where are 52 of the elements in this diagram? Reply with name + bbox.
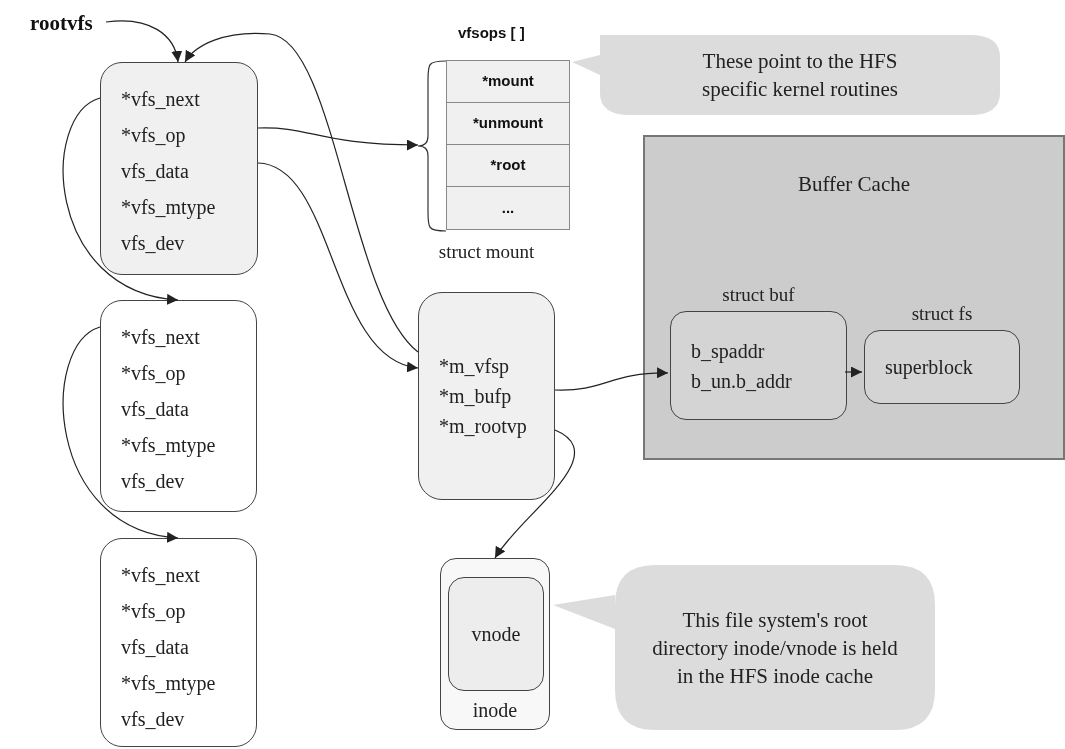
arrow bbox=[844, 366, 863, 378]
field-name: vfs_data bbox=[121, 397, 190, 422]
field-name: *vfs_next bbox=[121, 325, 201, 350]
inode-box bbox=[440, 558, 550, 730]
field-name: *vfs_mtype bbox=[121, 195, 217, 221]
cache-panel bbox=[643, 135, 1065, 460]
panel-title: Buffer Cache bbox=[796, 171, 912, 198]
table-entry: ... bbox=[500, 197, 516, 218]
arrow bbox=[62, 97, 179, 304]
field-name: *m_bufp bbox=[439, 384, 513, 410]
field-name: vfs_data bbox=[121, 635, 190, 660]
field-name: vfs_data bbox=[121, 159, 190, 184]
arrow bbox=[184, 32, 419, 353]
table-entry: *root bbox=[447, 145, 569, 187]
field-name: b_spaddr bbox=[691, 338, 766, 365]
vnode-box bbox=[448, 577, 544, 691]
field-name: *vfs_op bbox=[121, 599, 187, 625]
field-name: b_un.b_addr bbox=[691, 368, 793, 394]
speech-bubble bbox=[553, 565, 935, 730]
field-name: vfs_dev bbox=[121, 469, 186, 494]
field-name: *vfs_op bbox=[121, 361, 187, 387]
table-entry: *unmount bbox=[447, 103, 569, 145]
field-name: *vfs_mtype bbox=[121, 433, 217, 459]
field-name: vfs_dev bbox=[121, 707, 186, 732]
field-name: *vfs_next bbox=[121, 563, 201, 588]
arrow bbox=[105, 20, 182, 63]
arrow bbox=[257, 127, 419, 151]
arrow bbox=[257, 162, 419, 371]
field-name: superblock bbox=[885, 355, 974, 381]
field-name: *vfs_next bbox=[121, 87, 201, 112]
arrow bbox=[62, 326, 179, 542]
box-caption: vnode bbox=[471, 622, 521, 647]
struct-title: struct mount bbox=[437, 240, 536, 264]
arrow bbox=[494, 429, 576, 559]
field-name: *m_rootvp bbox=[439, 414, 528, 440]
struct-box bbox=[100, 538, 257, 747]
pointer-label: rootvfs bbox=[30, 10, 93, 37]
struct-box bbox=[100, 300, 257, 512]
arrow bbox=[554, 367, 669, 391]
field-name: vfs_dev bbox=[121, 231, 186, 256]
field-name: *vfs_op bbox=[121, 123, 187, 149]
struct-title: struct buf bbox=[721, 283, 796, 307]
table-entry: *mount bbox=[447, 61, 569, 103]
note-text: This file system's root directory inode/vnode is held in the HFS inode cache bbox=[651, 606, 899, 690]
struct-box bbox=[100, 62, 258, 275]
note-text: These point to the HFS specific kernel routines bbox=[701, 48, 899, 103]
speech-bubble bbox=[572, 35, 1000, 115]
struct-title: struct fs bbox=[910, 302, 974, 326]
box-caption: inode bbox=[471, 698, 519, 723]
field-name: *vfs_mtype bbox=[121, 671, 217, 697]
array-title: vfsops [ ] bbox=[458, 23, 525, 43]
field-name: *m_vfsp bbox=[439, 354, 510, 380]
